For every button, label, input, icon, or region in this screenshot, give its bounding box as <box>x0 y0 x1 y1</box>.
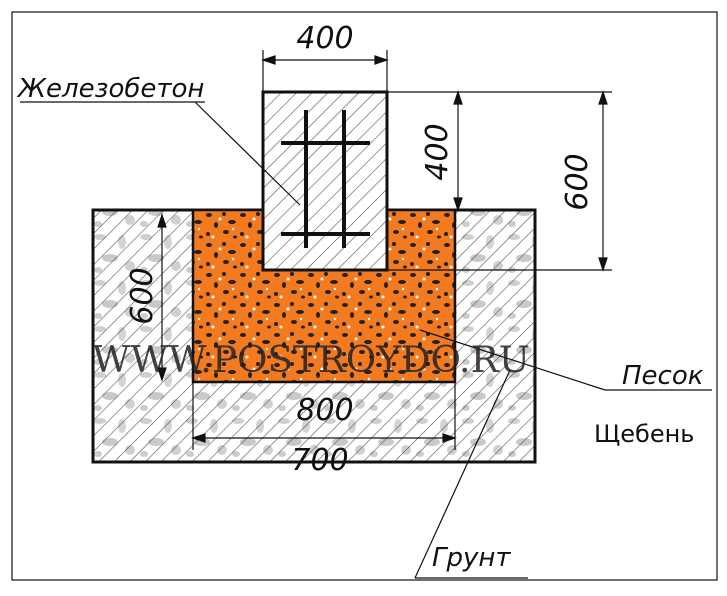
dim-column-height-label: 400 <box>420 123 455 180</box>
dim-column-width <box>261 50 389 92</box>
drawing-border <box>11 11 718 581</box>
label-soil: Грунт <box>432 543 511 573</box>
dim-column-height <box>387 90 612 212</box>
watermark: WWW.POSTROYDO.RU <box>92 340 530 381</box>
leader-reinforced-concrete <box>20 101 301 206</box>
dim-inner-width <box>191 382 457 450</box>
dim-total-depth <box>387 90 612 272</box>
concrete-column <box>261 90 389 272</box>
dim-column-width-label: 400 <box>296 21 353 56</box>
label-sand: Песок <box>622 361 704 391</box>
leader-soil <box>414 369 528 579</box>
dim-side-depth-label: 600 <box>125 267 160 324</box>
dim-bottom-width-label: 700 <box>291 443 348 478</box>
label-reinforced-concrete: Железобетон <box>16 74 204 104</box>
dim-inner-width-label: 800 <box>296 393 353 428</box>
label-crushed-stone: Щебень <box>594 420 694 448</box>
leader-sand <box>419 329 712 391</box>
dim-total-depth-label: 600 <box>560 153 595 210</box>
dim-side-depth <box>157 213 167 382</box>
